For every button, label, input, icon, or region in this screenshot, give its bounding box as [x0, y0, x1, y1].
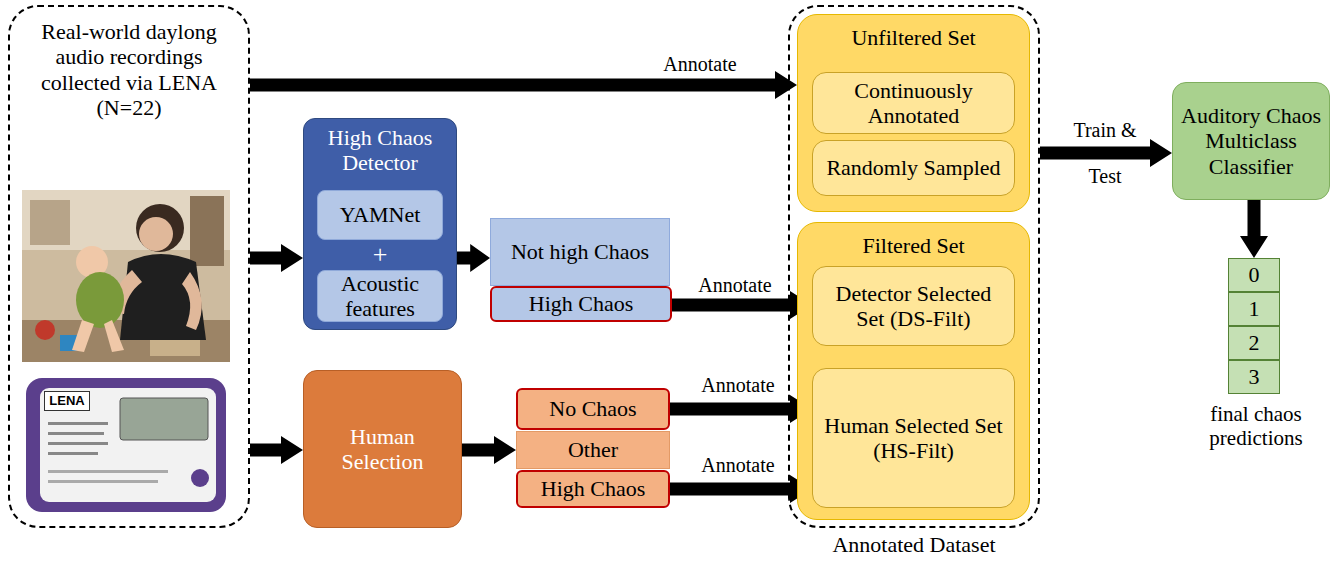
- flow-arrow: [457, 244, 490, 272]
- edge-label: Annotate: [685, 274, 785, 297]
- box-label: Not high Chaos: [511, 239, 649, 264]
- lena-device: [26, 378, 226, 512]
- class-cell: 3: [1228, 360, 1280, 394]
- box-label: YAMNet: [340, 202, 421, 227]
- flow-arrow: [250, 436, 303, 464]
- dataset-group: Annotated DatasetUnfiltered SetContinuou…: [788, 5, 1040, 528]
- edge-label-holder: Annotate: [650, 53, 750, 76]
- flow-arrow: [1040, 139, 1172, 167]
- flow-arrow: [670, 395, 812, 423]
- box-label: Human Selected Set (HS-Filt): [819, 413, 1008, 464]
- group-heading: Filtered Set: [798, 233, 1029, 258]
- box-label: 3: [1249, 364, 1260, 389]
- box-label: 0: [1249, 262, 1260, 287]
- edge-label: Annotate: [688, 374, 788, 397]
- flow-arrow: [1240, 200, 1268, 258]
- classifier-box: Auditory Chaos Multiclass Classifier: [1172, 82, 1330, 200]
- box-label: High Chaos: [541, 476, 646, 501]
- output-note: final chaos predictions: [1208, 402, 1304, 450]
- class-cell: 2: [1228, 326, 1280, 360]
- edge-label-holder: Annotate: [688, 374, 788, 397]
- family-photo: [22, 190, 230, 362]
- label-holder: LENA: [44, 391, 90, 411]
- class-cell: 1: [1228, 292, 1280, 326]
- box-label: Auditory Chaos Multiclass Classifier: [1179, 103, 1323, 179]
- edge-label-holder: Annotate: [685, 274, 785, 297]
- set-group: Filtered SetDetector Selected Set (DS-Fi…: [797, 222, 1030, 520]
- box-label: Randomly Sampled: [826, 155, 1000, 180]
- box-label: 1: [1249, 296, 1260, 321]
- group-heading: Unfiltered Set: [798, 25, 1029, 50]
- selected-output-box: No Chaos: [516, 388, 670, 430]
- device-logo: LENA: [44, 391, 90, 411]
- edge-label: Annotate: [688, 454, 788, 477]
- component-box: Acoustic features: [317, 270, 443, 322]
- detector-box: High Chaos Detector + YAMNetAcoustic featu…: [303, 118, 457, 330]
- subset-box: Randomly Sampled: [812, 140, 1015, 196]
- edge-label: Train & Test: [1065, 107, 1145, 199]
- label-holder: final chaos predictions: [1208, 402, 1304, 450]
- subset-box: Human Selected Set (HS-Filt): [812, 368, 1015, 508]
- box-label: Detector Selected Set (DS-Filt): [819, 281, 1008, 332]
- output-box: Not high Chaos: [490, 218, 670, 286]
- flow-arrow: [250, 244, 303, 272]
- group-heading: High Chaos Detector: [304, 125, 456, 176]
- edge-label: Annotate: [650, 53, 750, 76]
- component-box: YAMNet: [317, 190, 443, 240]
- selected-output-box: High Chaos: [490, 286, 672, 322]
- box-label: Human Selection: [310, 424, 455, 475]
- flow-arrow: [670, 475, 812, 503]
- subset-box: Continuously Annotated: [812, 72, 1015, 134]
- box-label: High Chaos: [529, 291, 634, 316]
- flow-arrow: [462, 436, 516, 464]
- box-label: 2: [1249, 330, 1260, 355]
- group-heading: Annotated Dataset: [790, 532, 1038, 557]
- output-box: Other: [516, 431, 670, 469]
- edge-label-holder: Train & Test: [1065, 107, 1145, 199]
- set-group: Unfiltered SetContinuously AnnotatedRand…: [797, 14, 1030, 212]
- group-heading: Real-world daylong audio recordings coll…: [26, 19, 232, 120]
- process-box: Human Selection: [303, 370, 462, 528]
- subset-box: Detector Selected Set (DS-Filt): [812, 266, 1015, 346]
- selected-output-box: High Chaos: [516, 470, 670, 508]
- box-label: No Chaos: [549, 396, 636, 421]
- box-label: Other: [568, 437, 618, 462]
- class-cell: 0: [1228, 258, 1280, 292]
- box-label: Continuously Annotated: [819, 78, 1008, 129]
- operator-sign: +: [304, 240, 456, 270]
- box-label: Acoustic features: [324, 271, 436, 322]
- data-source-group: Real-world daylong audio recordings coll…: [8, 5, 250, 528]
- edge-label-holder: Annotate: [688, 454, 788, 477]
